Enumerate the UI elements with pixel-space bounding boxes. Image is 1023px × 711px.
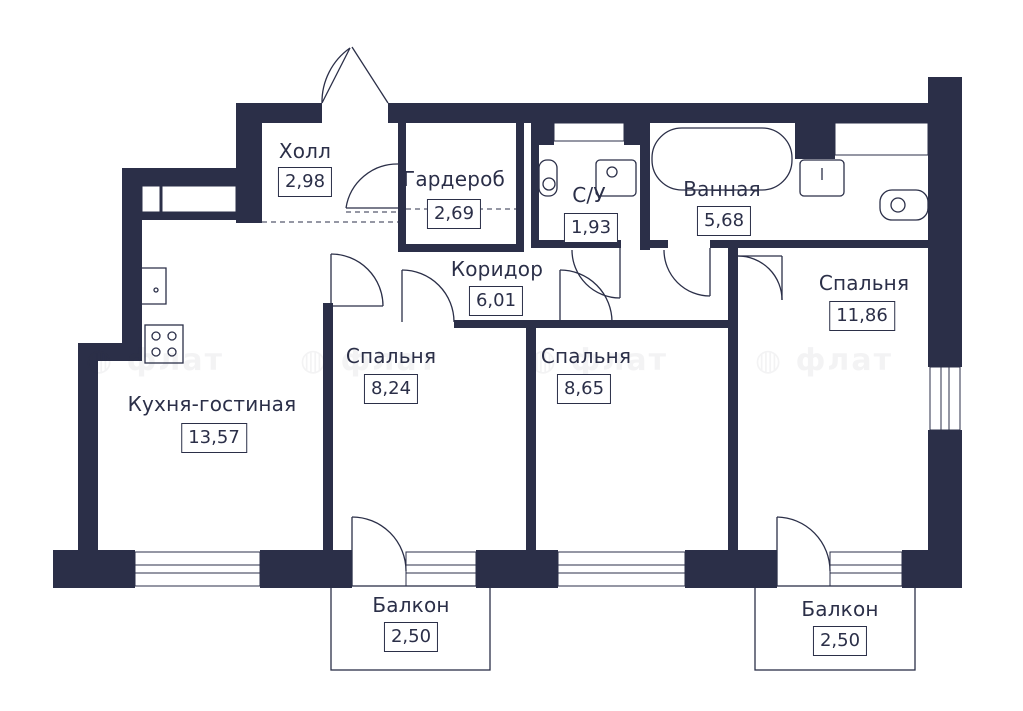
room-area-wc: 1,93: [563, 213, 619, 243]
watermark: ◍ флат: [755, 343, 893, 378]
room-name-bedroom-3: Спальня: [818, 271, 910, 295]
room-name-balcony-2: Балкон: [801, 597, 879, 621]
windows: [134, 122, 961, 587]
room-name-hall: Холл: [278, 139, 332, 163]
room-area-balcony-2: 2,50: [812, 626, 868, 656]
room-area-bedroom-3: 11,86: [829, 301, 895, 331]
room-area-bedroom-2: 8,65: [556, 374, 612, 404]
fixtures: [142, 127, 929, 364]
room-area-bedroom-1: 8,24: [363, 374, 419, 404]
room-name-corridor: Коридор: [450, 257, 544, 281]
room-name-wc: С/У: [572, 183, 606, 207]
room-name-bathroom: Ванная: [683, 177, 761, 201]
room-area-balcony-1: 2,50: [383, 622, 439, 652]
room-name-wardrobe: Гардероб: [402, 167, 506, 191]
room-area-wardrobe: 2,69: [426, 199, 482, 229]
watermark: ◍ флат: [300, 343, 438, 378]
room-name-kitchen-living: Кухня-гостиная: [127, 392, 297, 416]
room-name-balcony-1: Балкон: [372, 593, 450, 617]
walls: [53, 77, 962, 588]
balconies: [330, 585, 916, 671]
room-area-hall: 2,98: [277, 167, 333, 197]
room-name-bedroom-2: Спальня: [540, 344, 632, 368]
room-area-kitchen-living: 13,57: [181, 423, 247, 453]
room-name-bedroom-1: Спальня: [345, 344, 437, 368]
room-area-bathroom: 5,68: [696, 206, 752, 236]
room-area-corridor: 6,01: [468, 286, 524, 316]
watermark: ◍ флат: [530, 343, 668, 378]
watermark: ◍ флат: [86, 343, 224, 378]
